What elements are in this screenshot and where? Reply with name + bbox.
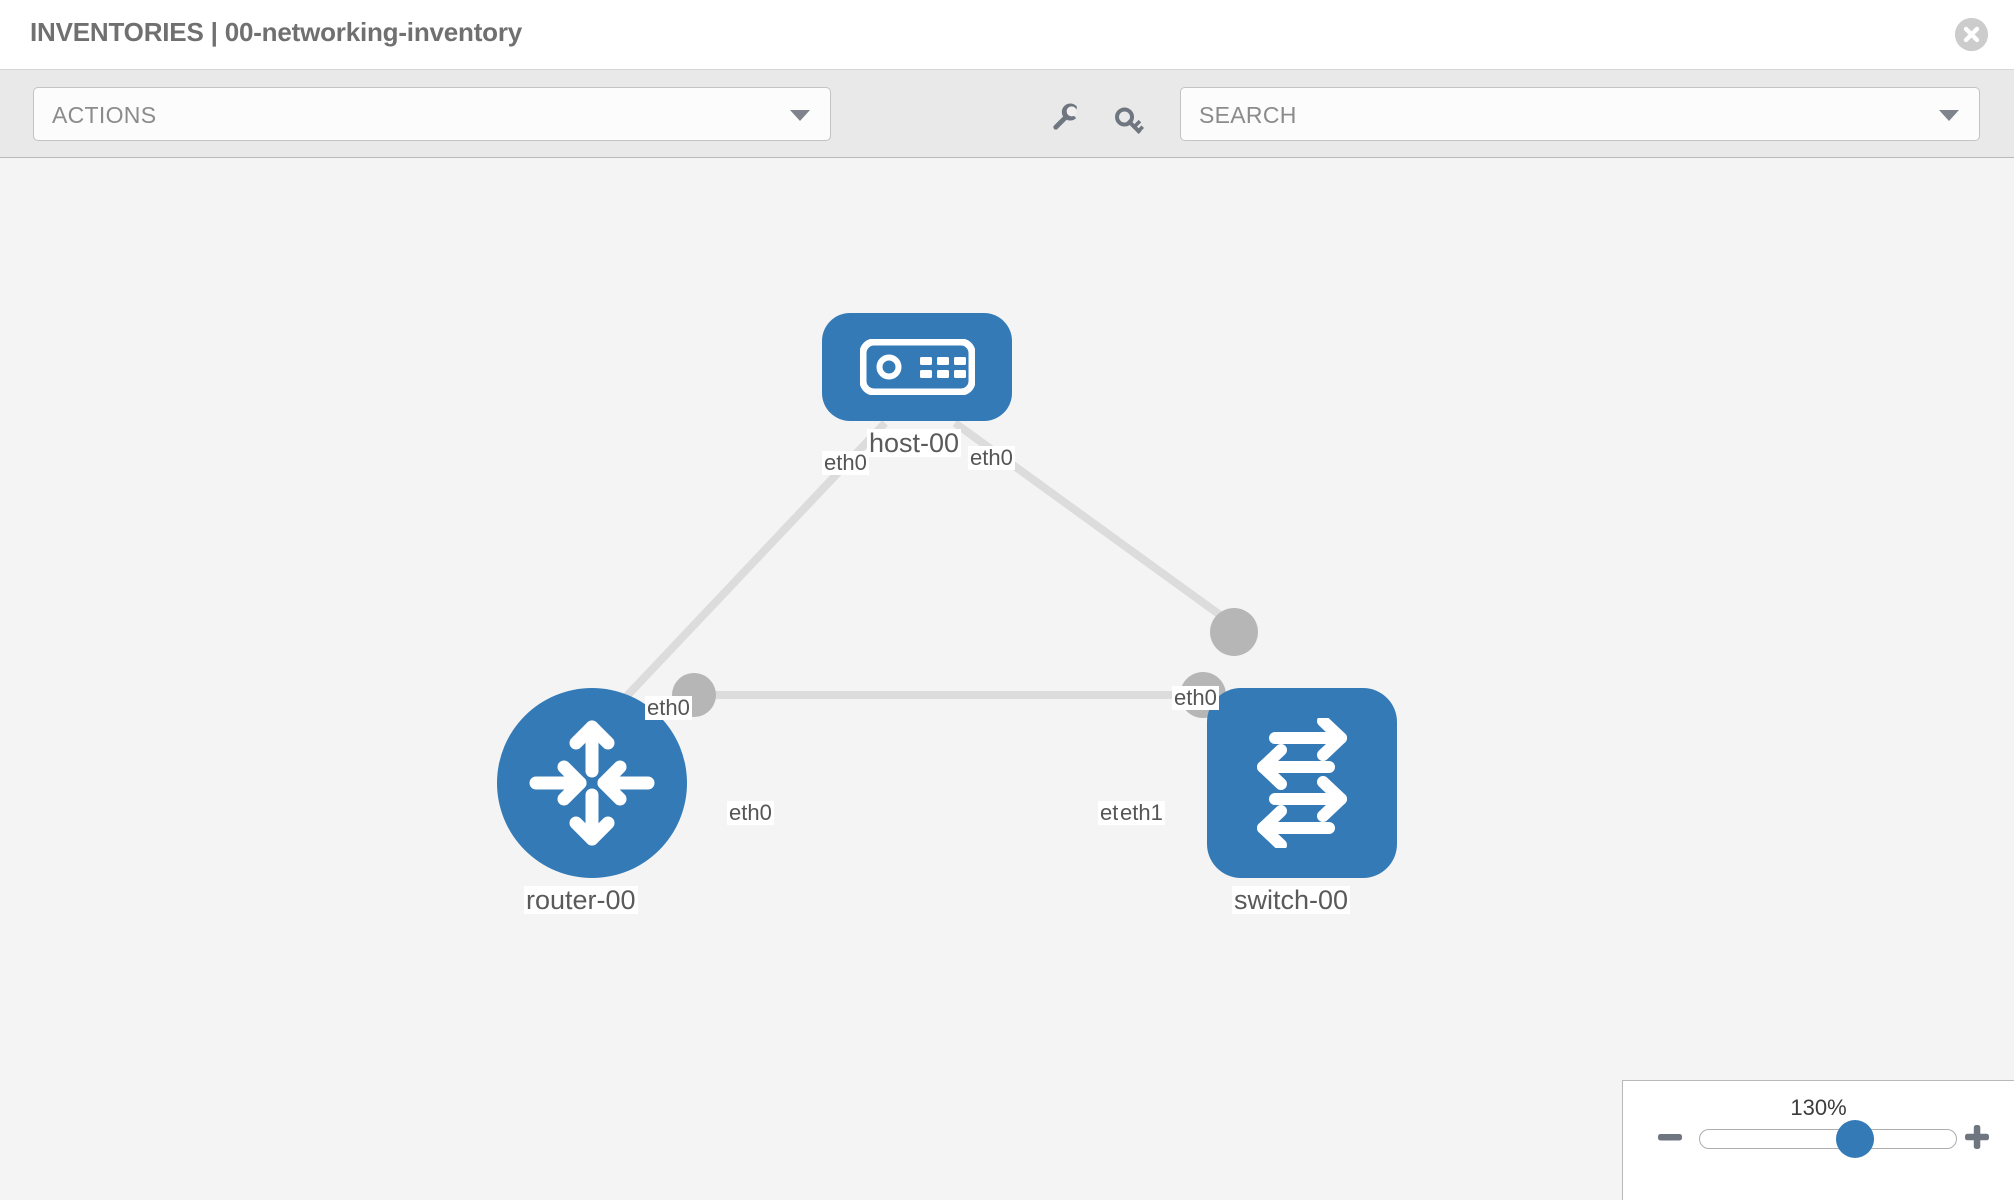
close-icon[interactable] bbox=[1955, 18, 1988, 51]
edge-label-router-right: eth0 bbox=[727, 800, 774, 826]
node-host-00[interactable]: host-00 bbox=[822, 313, 1012, 457]
topology-canvas[interactable]: host-00 bbox=[0, 158, 2014, 1200]
page-title: INVENTORIES | 00-networking-inventory bbox=[30, 17, 523, 47]
connector-dot-switch-top[interactable] bbox=[1210, 608, 1258, 656]
search-placeholder: SEARCH bbox=[1199, 102, 1297, 128]
zoom-slider-thumb[interactable] bbox=[1836, 1120, 1874, 1158]
node-switch-00[interactable]: switch-00 bbox=[1207, 688, 1397, 914]
key-icon[interactable] bbox=[1114, 98, 1152, 136]
zoom-slider-track[interactable] bbox=[1699, 1129, 1957, 1149]
actions-dropdown-label: ACTIONS bbox=[52, 102, 157, 128]
node-host-00-shape bbox=[822, 313, 1012, 421]
chevron-down-icon bbox=[790, 110, 810, 121]
actions-dropdown[interactable]: ACTIONS bbox=[33, 87, 831, 141]
page-header: INVENTORIES | 00-networking-inventory bbox=[0, 0, 2014, 70]
node-switch-00-shape bbox=[1207, 688, 1397, 878]
node-switch-00-label: switch-00 bbox=[1232, 885, 1351, 915]
search-input[interactable]: SEARCH bbox=[1180, 87, 1980, 141]
edge-label-switch-left: eth1 bbox=[1118, 800, 1165, 826]
switch-arrows-icon bbox=[1257, 718, 1347, 848]
zoom-panel: 130% bbox=[1622, 1080, 2014, 1200]
edge-label-switch-upper: eth0 bbox=[1172, 685, 1219, 711]
plus-icon[interactable] bbox=[1962, 1122, 1992, 1152]
edge-label-router-upper: eth0 bbox=[645, 695, 692, 721]
toolbar: ACTIONS SEARC bbox=[0, 70, 2014, 158]
minus-icon[interactable] bbox=[1655, 1122, 1685, 1152]
server-appliance-icon bbox=[860, 339, 975, 395]
edge-label-host-right: eth0 bbox=[968, 445, 1015, 471]
zoom-level-label: 130% bbox=[1790, 1095, 1847, 1120]
edge-label-host-left: eth0 bbox=[822, 450, 869, 476]
wrench-icon[interactable] bbox=[1047, 98, 1085, 136]
chevron-down-icon[interactable] bbox=[1939, 110, 1959, 121]
node-router-00-label: router-00 bbox=[524, 885, 638, 915]
router-four-arrows-icon bbox=[529, 720, 655, 846]
node-router-00[interactable]: router-00 bbox=[497, 688, 687, 914]
node-host-00-label: host-00 bbox=[867, 428, 962, 458]
